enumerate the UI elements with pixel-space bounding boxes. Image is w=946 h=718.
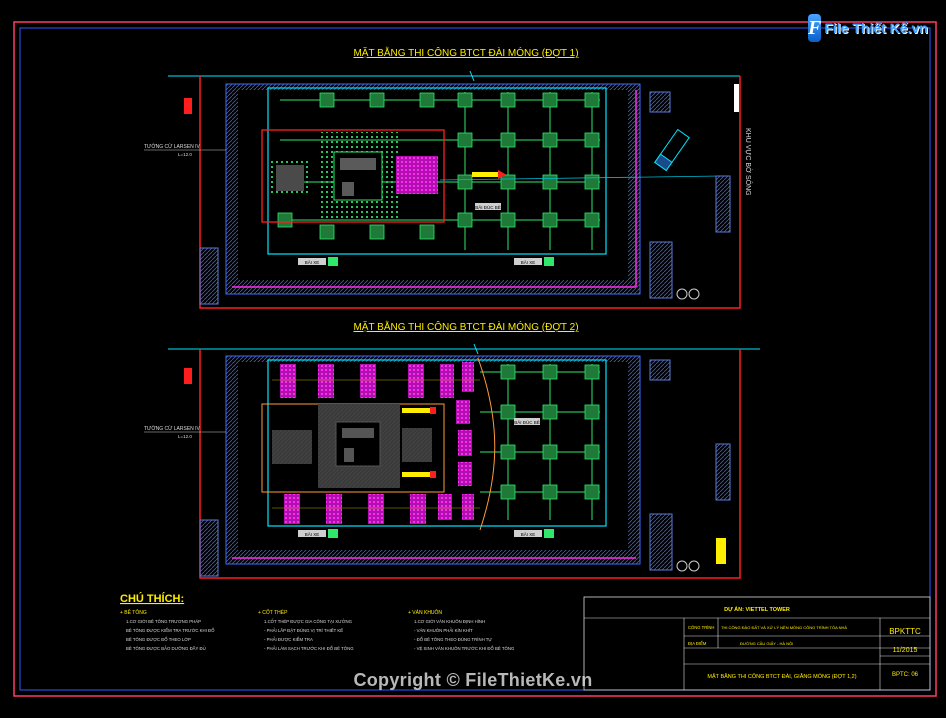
plan-2-tag-a: BÃI ĐÚC BÊ	[514, 418, 540, 425]
plan-1-tag-c: BÃI XE	[521, 259, 536, 265]
legend-col2-item-0: 1.CỐT THÉP ĐƯỢC GIA CÔNG TẠI XƯỞNG	[264, 619, 353, 624]
plan-1-river-label: KHU VỰC BỜ SÔNG	[744, 128, 753, 196]
plan-2-title: MẶT BẰNG THI CÔNG BTCT ĐÀI MÓNG (ĐỢT 2)	[353, 320, 578, 333]
row2-label: ĐỊA ĐIỂM	[688, 641, 707, 646]
plan-1-tag-b: BÃI XE	[305, 259, 320, 265]
legend-col1-title: + BÊ TÔNG	[120, 608, 147, 616]
plan-1-wall-label: TƯỜNG CỪ LARSEN IV	[144, 143, 201, 150]
plan-1-tag-a: BÃI ĐÚC BÊ	[475, 203, 501, 210]
frame-outer	[13, 21, 937, 697]
plan-2-tag-c: BÃI XE	[521, 531, 536, 537]
legend-col2-item-3: - PHẢI LÀM SẠCH TRƯỚC KHI ĐỔ BÊ TÔNG	[264, 646, 354, 651]
legend-heading: CHÚ THÍCH:	[120, 592, 184, 605]
plan-2: MẶT BẰNG THI CÔNG BTCT ĐÀI MÓNG (ĐỢT 2)	[144, 320, 760, 579]
plan-1-wall-sub: L=12.0	[178, 152, 192, 157]
plan-2-tag-b: BÃI XE	[305, 531, 320, 537]
plan-1: MẶT BẰNG THI CÔNG BTCT ĐÀI MÓNG (ĐỢT 1)	[144, 46, 753, 309]
legend-col3-item-3: - VỆ SINH VÁN KHUÔN TRƯỚC KHI ĐỔ BÊ TÔNG	[414, 646, 515, 651]
copyright-watermark: Copyright © FileThietKe.vn	[353, 670, 593, 690]
legend: CHÚ THÍCH: + BÊ TÔNG 1.CƠ GIỚI BÊ TÔNG T…	[120, 592, 515, 651]
drawing-name: MẶT BẰNG THI CÔNG BTCT ĐÀI, GIẰNG MÓNG (…	[707, 672, 856, 680]
legend-col1-item-0: 1.CƠ GIỚI BÊ TÔNG TRƯƠNG PHÁP	[126, 619, 201, 624]
legend-col3-item-2: - ĐỔ BÊ TÔNG THEO ĐÚNG TRÌNH TỰ	[414, 637, 492, 642]
legend-col1-item-1: BÊ TÔNG ĐƯỢC KIỂM TRA TRƯỚC KHI ĐỔ	[126, 628, 215, 633]
title-block: DỰ ÁN: VIETTEL TOWER CÔNG TRÌNH THI CÔNG…	[583, 596, 931, 691]
row1-label: CÔNG TRÌNH	[688, 625, 714, 630]
sheet-number: BPTC: 06	[892, 672, 919, 678]
legend-col2-title: + CỐT THÉP	[258, 609, 288, 616]
watermark-logo: F File Thiết Kế.vn	[808, 12, 928, 44]
legend-col2-item-1: - PHẢI LẮP ĐẶT ĐÚNG VỊ TRÍ THIẾT KẾ	[264, 628, 343, 633]
logo-text: File Thiết Kế.vn	[824, 20, 928, 36]
plan-2-wall-label: TƯỜNG CỪ LARSEN IV	[144, 425, 201, 432]
legend-col3-item-0: 1.CƠ GIỚI VÁN KHUÔN ĐỊNH HÌNH	[414, 619, 485, 624]
legend-col1-item-2: BÊ TÔNG ĐƯỢC ĐỔ THEO LỚP	[126, 637, 191, 642]
drawing-date: 11/2015	[893, 647, 918, 654]
plan-2-wall-sub: L=12.0	[178, 434, 192, 439]
frame-inner	[19, 27, 931, 691]
logo-icon: F	[808, 14, 822, 42]
row1-value: THI CÔNG ĐÀO ĐẤT VÀ XỬ LÝ NỀN MÓNG CÔNG …	[721, 625, 847, 630]
drawing-code: BPKTTC	[889, 627, 921, 636]
plan-1-title: MẶT BẰNG THI CÔNG BTCT ĐÀI MÓNG (ĐỢT 1)	[353, 46, 578, 59]
project-label: DỰ ÁN: VIETTEL TOWER	[724, 606, 790, 613]
row2-value: ĐƯỜNG CẦU GIẤY - HÀ NỘI	[740, 641, 793, 646]
legend-col2-item-2: - PHẢI ĐƯỢC KIỂM TRA	[264, 637, 313, 642]
legend-col3-title: + VÁN KHUÔN	[408, 609, 442, 616]
legend-col1-item-3: BÊ TÔNG ĐƯỢC BẢO DƯỠNG ĐẦY ĐỦ	[126, 646, 206, 651]
legend-col3-item-1: - VÁN KHUÔN PHẢI KÍN KHÍT	[414, 628, 473, 633]
